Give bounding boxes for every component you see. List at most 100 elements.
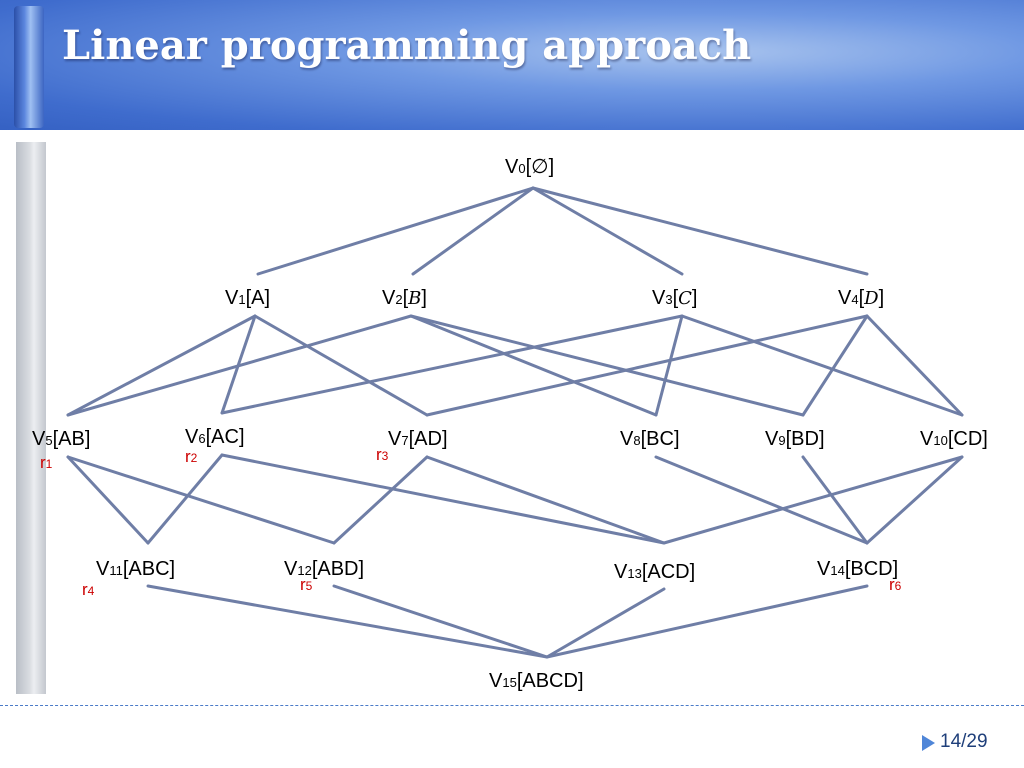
edge-v11-v15 bbox=[146, 584, 549, 659]
node-v3-index: 3 bbox=[665, 292, 672, 307]
edge-v6-v11 bbox=[146, 453, 224, 545]
node-v13-set: ACD bbox=[647, 561, 689, 583]
node-v1: V1[A] bbox=[225, 287, 270, 309]
region-label-r5: r5 bbox=[300, 575, 313, 594]
node-v11-open: [ bbox=[123, 558, 129, 580]
node-v10-index: 10 bbox=[933, 433, 947, 448]
edge-v0-v1 bbox=[256, 186, 535, 276]
node-v14-open: [ bbox=[845, 558, 851, 580]
node-v9-prefix: V bbox=[765, 428, 779, 450]
node-v1-open: [ bbox=[246, 287, 252, 309]
node-v5-set: AB bbox=[58, 428, 85, 450]
edge-v12-v15 bbox=[332, 584, 549, 659]
node-v7: V7[AD] bbox=[388, 428, 448, 450]
edge-v3-v6 bbox=[220, 314, 684, 415]
node-v7-set: AD bbox=[414, 428, 442, 450]
node-v6-prefix: V bbox=[185, 426, 199, 448]
edge-v0-v2 bbox=[411, 186, 535, 276]
node-v14-set: BCD bbox=[850, 558, 892, 580]
node-v11: V11[ABC] bbox=[96, 558, 175, 580]
node-v12-prefix: V bbox=[284, 558, 298, 580]
node-v15-close: ] bbox=[578, 670, 584, 692]
next-arrow-icon[interactable] bbox=[922, 735, 935, 751]
node-v11-set: ABC bbox=[128, 558, 169, 580]
node-v6-set: AC bbox=[211, 426, 239, 448]
node-v14: V14[BCD] bbox=[817, 558, 898, 580]
edge-v1-v7 bbox=[253, 314, 429, 417]
region-label-r1: r1 bbox=[40, 453, 53, 472]
footer-divider bbox=[0, 705, 1024, 706]
node-v5-close: ] bbox=[85, 428, 91, 450]
node-v3-open: [ bbox=[673, 287, 679, 309]
node-v12-index: 12 bbox=[297, 563, 311, 578]
node-v7-index: 7 bbox=[401, 433, 408, 448]
node-v11-close: ] bbox=[170, 558, 176, 580]
node-v13-open: [ bbox=[642, 561, 648, 583]
node-v13-close: ] bbox=[690, 561, 696, 583]
slide-header: Linear programming approach bbox=[0, 0, 1024, 130]
node-v5: V5[AB] bbox=[32, 428, 90, 450]
node-v9-set: BD bbox=[791, 428, 819, 450]
edge-v4-v7 bbox=[425, 314, 869, 417]
node-v11-index: 11 bbox=[109, 563, 123, 578]
edge-v4-v9 bbox=[801, 314, 869, 417]
node-v9: V9[BD] bbox=[765, 428, 825, 450]
region-label-r2: r2 bbox=[185, 447, 198, 466]
edge-v2-v5 bbox=[66, 314, 413, 417]
node-v10-set: CD bbox=[953, 428, 982, 450]
node-v5-open: [ bbox=[53, 428, 59, 450]
node-v14-prefix: V bbox=[817, 558, 831, 580]
node-v0-prefix: V bbox=[505, 156, 519, 178]
edge-v8-v14 bbox=[654, 455, 869, 545]
lattice-diagram: V0[∅]V1[A]V2[B]V3[C]V4[D]V5[AB]r1V6[AC]r… bbox=[32, 156, 988, 692]
edge-v7-v12 bbox=[332, 455, 429, 545]
node-v1-close: ] bbox=[264, 287, 270, 309]
edge-v5-v12 bbox=[66, 455, 336, 545]
node-v11-prefix: V bbox=[96, 558, 110, 580]
node-v8-open: [ bbox=[641, 428, 647, 450]
edge-v14-v15 bbox=[545, 584, 869, 659]
edge-v6-v13 bbox=[220, 453, 666, 545]
node-v13-prefix: V bbox=[614, 561, 628, 583]
node-v12-open: [ bbox=[312, 558, 318, 580]
edge-v2-v9 bbox=[409, 314, 805, 417]
node-v12: V12[ABD] bbox=[284, 558, 364, 580]
edge-v3-v8 bbox=[654, 314, 684, 417]
node-v8: V8[BC] bbox=[620, 428, 680, 450]
node-v2-prefix: V bbox=[382, 287, 396, 309]
node-v10-close: ] bbox=[982, 428, 988, 450]
node-v9-open: [ bbox=[786, 428, 792, 450]
edge-v0-v3 bbox=[531, 186, 684, 276]
node-v4-index: 4 bbox=[851, 292, 858, 307]
region-label-r3: r3 bbox=[376, 445, 389, 464]
node-v7-close: ] bbox=[442, 428, 448, 450]
node-v3-prefix: V bbox=[652, 287, 666, 309]
node-v14-index: 14 bbox=[830, 563, 844, 578]
node-v2-index: 2 bbox=[395, 292, 402, 307]
node-v6: V6[AC] bbox=[185, 426, 245, 448]
node-v6-close: ] bbox=[239, 426, 245, 448]
node-v15-open: [ bbox=[517, 670, 523, 692]
edge-v3-v10 bbox=[680, 314, 964, 417]
edge-v0-v4 bbox=[531, 186, 869, 276]
node-layer: V0[∅]V1[A]V2[B]V3[C]V4[D]V5[AB]r1V6[AC]r… bbox=[32, 156, 988, 692]
node-v2-close: ] bbox=[421, 287, 427, 309]
node-v13: V13[ACD] bbox=[614, 561, 695, 583]
edge-v2-v8 bbox=[409, 314, 658, 417]
node-v2-open: [ bbox=[403, 287, 409, 309]
node-v14-close: ] bbox=[893, 558, 899, 580]
node-v5-index: 5 bbox=[45, 433, 52, 448]
node-v1-index: 1 bbox=[238, 292, 245, 307]
node-v1-prefix: V bbox=[225, 287, 239, 309]
node-v9-close: ] bbox=[819, 428, 825, 450]
node-v10-open: [ bbox=[948, 428, 954, 450]
edge-v10-v13 bbox=[662, 455, 964, 545]
node-v6-index: 6 bbox=[198, 431, 205, 446]
node-v7-prefix: V bbox=[388, 428, 402, 450]
node-v1-set: A bbox=[251, 287, 265, 309]
node-v12-close: ] bbox=[359, 558, 365, 580]
node-v3: V3[C] bbox=[652, 287, 697, 309]
node-v0-set: ∅ bbox=[531, 156, 548, 178]
node-v10-prefix: V bbox=[920, 428, 934, 450]
edge-v9-v14 bbox=[801, 455, 869, 545]
